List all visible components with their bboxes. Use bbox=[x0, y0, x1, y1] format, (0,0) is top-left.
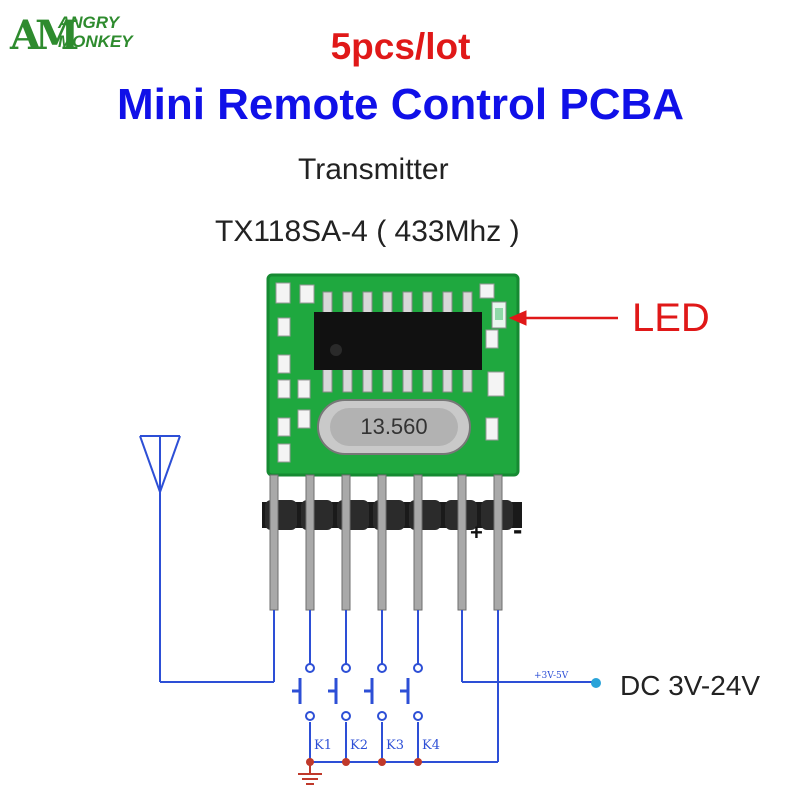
ic-chip bbox=[314, 312, 482, 370]
brand-logo-line1: ANGRY bbox=[58, 13, 120, 32]
key-label-k3: K3 bbox=[386, 738, 404, 753]
header-pins bbox=[269, 474, 503, 611]
product-type: Transmitter bbox=[298, 153, 449, 186]
pin-header bbox=[262, 500, 522, 530]
power-supply-label: DC 3V-24V bbox=[620, 670, 761, 701]
brand-logo-line2: MONKEY bbox=[58, 32, 133, 51]
led-arrow bbox=[508, 310, 618, 326]
led-callout-label: LED bbox=[632, 296, 710, 340]
positive-pin-label: + bbox=[470, 520, 483, 545]
smd-components-left bbox=[275, 282, 315, 463]
key-label-k1: K1 bbox=[314, 738, 332, 753]
lot-size-text: 5pcs/lot bbox=[330, 26, 471, 67]
brand-logo-mark: AM bbox=[10, 12, 79, 59]
key-label-k2: K2 bbox=[350, 738, 368, 753]
key-label-k4: K4 bbox=[422, 738, 440, 753]
negative-pin-label: - bbox=[513, 514, 523, 545]
ground-icon bbox=[298, 762, 322, 785]
chip-pins-bottom bbox=[322, 367, 473, 393]
push-button-symbols bbox=[292, 678, 410, 704]
dc-terminal-dot bbox=[591, 678, 601, 688]
smd-components-right bbox=[479, 283, 505, 441]
circuit-wires bbox=[139, 435, 596, 763]
crystal-marking: 13.560 bbox=[360, 414, 427, 439]
product-model: TX118SA-4 ( 433Mhz ) bbox=[215, 215, 520, 248]
product-title: Mini Remote Control PCBA bbox=[116, 80, 685, 129]
supply-small-label: +3V-5V bbox=[534, 671, 569, 681]
